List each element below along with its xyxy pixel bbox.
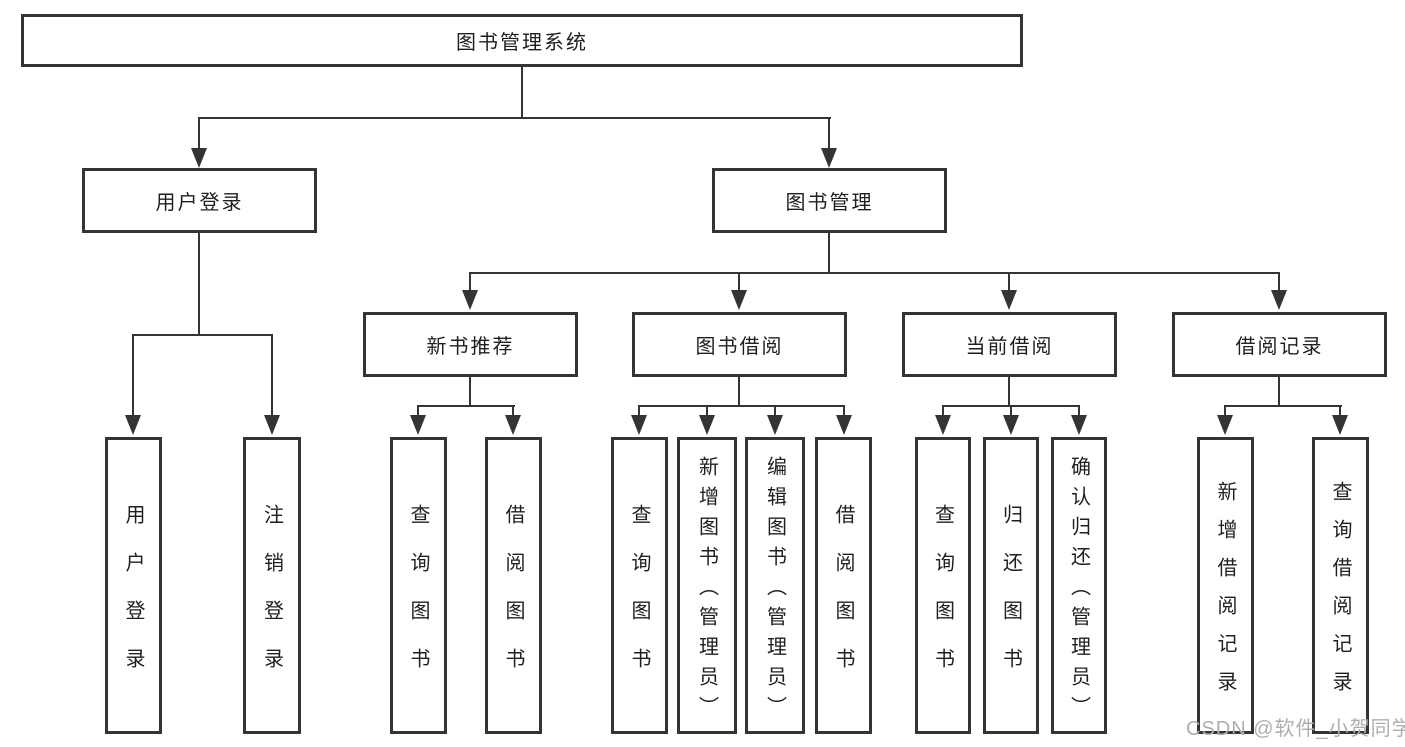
leaf-label: 新增借阅记录 bbox=[1214, 480, 1236, 709]
leaf-query-books-current: 查询图书 bbox=[915, 437, 971, 734]
leaf-label: 确认归还（管理员） bbox=[1067, 455, 1090, 726]
node-user-login: 用户登录 bbox=[82, 168, 317, 233]
leaf-return-books: 归还图书 bbox=[983, 437, 1039, 734]
leaf-add-borrow-record: 新增借阅记录 bbox=[1197, 437, 1254, 734]
leaf-label: 查询图书 bbox=[407, 503, 429, 696]
leaf-borrow-books-recommend: 借阅图书 bbox=[485, 437, 542, 734]
connector-recommend-bar bbox=[417, 405, 515, 407]
leaf-add-books-admin: 新增图书（管理员） bbox=[677, 437, 737, 734]
arrow-down-icon bbox=[505, 415, 521, 435]
leaf-label: 编辑图书（管理员） bbox=[763, 455, 786, 726]
arrow-down-icon bbox=[699, 415, 715, 435]
connector-drop-leaf bbox=[1224, 405, 1226, 419]
node-label: 图书管理系统 bbox=[456, 32, 588, 54]
arrow-down-icon bbox=[1003, 415, 1019, 435]
connector-drop-level3 bbox=[1008, 272, 1010, 294]
connector-drop-level3 bbox=[1278, 272, 1280, 294]
connector-drop-user-login bbox=[198, 117, 200, 150]
node-label: 借阅记录 bbox=[1235, 336, 1324, 358]
arrow-down-icon bbox=[821, 148, 837, 168]
leaf-confirm-return-admin: 确认归还（管理员） bbox=[1051, 437, 1107, 734]
connector-user-login-stem bbox=[198, 233, 200, 335]
node-current-borrowing: 当前借阅 bbox=[902, 312, 1117, 377]
arrow-down-icon bbox=[1332, 415, 1348, 435]
arrow-down-icon bbox=[836, 415, 852, 435]
node-book-borrowing: 图书借阅 bbox=[632, 312, 847, 377]
arrow-down-icon bbox=[264, 415, 280, 435]
leaf-label: 查询图书 bbox=[931, 503, 954, 696]
node-book-management: 图书管理 bbox=[712, 168, 947, 233]
connector-drop-leaf bbox=[843, 405, 845, 419]
csdn-watermark: CSDN @软件_小贺同学 bbox=[1186, 718, 1405, 740]
connector-drop-leaf bbox=[271, 334, 273, 417]
connector-drop-level3 bbox=[738, 272, 740, 294]
node-new-book-recommendation: 新书推荐 bbox=[363, 312, 578, 377]
leaf-label: 注销登录 bbox=[260, 503, 283, 696]
connector-drop-level3 bbox=[469, 272, 471, 294]
connector-drop-book-management bbox=[828, 117, 830, 150]
connector-drop-leaf bbox=[942, 405, 944, 419]
connector-records-stem bbox=[1278, 377, 1280, 407]
connector-drop-leaf bbox=[1339, 405, 1341, 419]
arrow-down-icon bbox=[631, 415, 647, 435]
leaf-label: 借阅图书 bbox=[832, 503, 854, 696]
leaf-label: 查询借阅记录 bbox=[1329, 480, 1351, 709]
connector-drop-leaf bbox=[706, 405, 708, 419]
connector-recommend-stem bbox=[469, 377, 471, 407]
arrow-down-icon bbox=[767, 415, 783, 435]
connector-drop-leaf bbox=[512, 405, 514, 419]
node-label: 新书推荐 bbox=[426, 336, 515, 358]
node-label: 用户登录 bbox=[155, 192, 244, 214]
node-borrowing-records: 借阅记录 bbox=[1172, 312, 1387, 377]
leaf-label: 查询图书 bbox=[628, 503, 650, 696]
leaf-label: 用户登录 bbox=[122, 503, 144, 696]
connector-book-management-stem bbox=[828, 233, 830, 274]
node-label: 图书借阅 bbox=[695, 336, 784, 358]
leaf-query-books-recommend: 查询图书 bbox=[390, 437, 447, 734]
arrow-down-icon bbox=[125, 415, 141, 435]
connector-borrowing-bar bbox=[638, 405, 845, 407]
node-root-library-system: 图书管理系统 bbox=[21, 14, 1023, 67]
leaf-query-books-borrow: 查询图书 bbox=[611, 437, 668, 734]
connector-borrowing-stem bbox=[738, 377, 740, 407]
leaf-logout: 注销登录 bbox=[243, 437, 301, 734]
arrow-down-icon bbox=[191, 148, 207, 168]
connector-current-stem bbox=[1008, 377, 1010, 407]
leaf-edit-books-admin: 编辑图书（管理员） bbox=[745, 437, 805, 734]
leaf-label: 新增图书（管理员） bbox=[695, 455, 718, 726]
connector-drop-leaf bbox=[1010, 405, 1012, 419]
leaf-label: 归还图书 bbox=[999, 503, 1022, 696]
connector-drop-leaf bbox=[1078, 405, 1080, 419]
arrow-down-icon bbox=[1071, 415, 1087, 435]
connector-drop-leaf bbox=[417, 405, 419, 419]
arrow-down-icon bbox=[1271, 290, 1287, 310]
connector-drop-leaf bbox=[638, 405, 640, 419]
connector-root-stem bbox=[521, 67, 523, 118]
connector-drop-leaf bbox=[774, 405, 776, 419]
leaf-user-login: 用户登录 bbox=[105, 437, 162, 734]
arrow-down-icon bbox=[1001, 290, 1017, 310]
arrow-down-icon bbox=[410, 415, 426, 435]
connector-records-bar bbox=[1224, 405, 1342, 407]
arrow-down-icon bbox=[1217, 415, 1233, 435]
node-label: 当前借阅 bbox=[965, 336, 1054, 358]
node-label: 图书管理 bbox=[785, 192, 874, 214]
arrow-down-icon bbox=[731, 290, 747, 310]
connector-drop-leaf bbox=[132, 334, 134, 417]
arrow-down-icon bbox=[462, 290, 478, 310]
leaf-label: 借阅图书 bbox=[502, 503, 524, 696]
leaf-query-borrow-record: 查询借阅记录 bbox=[1312, 437, 1369, 734]
arrow-down-icon bbox=[935, 415, 951, 435]
leaf-borrow-books: 借阅图书 bbox=[815, 437, 872, 734]
connector-root-bar bbox=[198, 117, 831, 119]
connector-user-login-bar bbox=[133, 334, 273, 336]
connector-level3-bar bbox=[469, 272, 1280, 274]
